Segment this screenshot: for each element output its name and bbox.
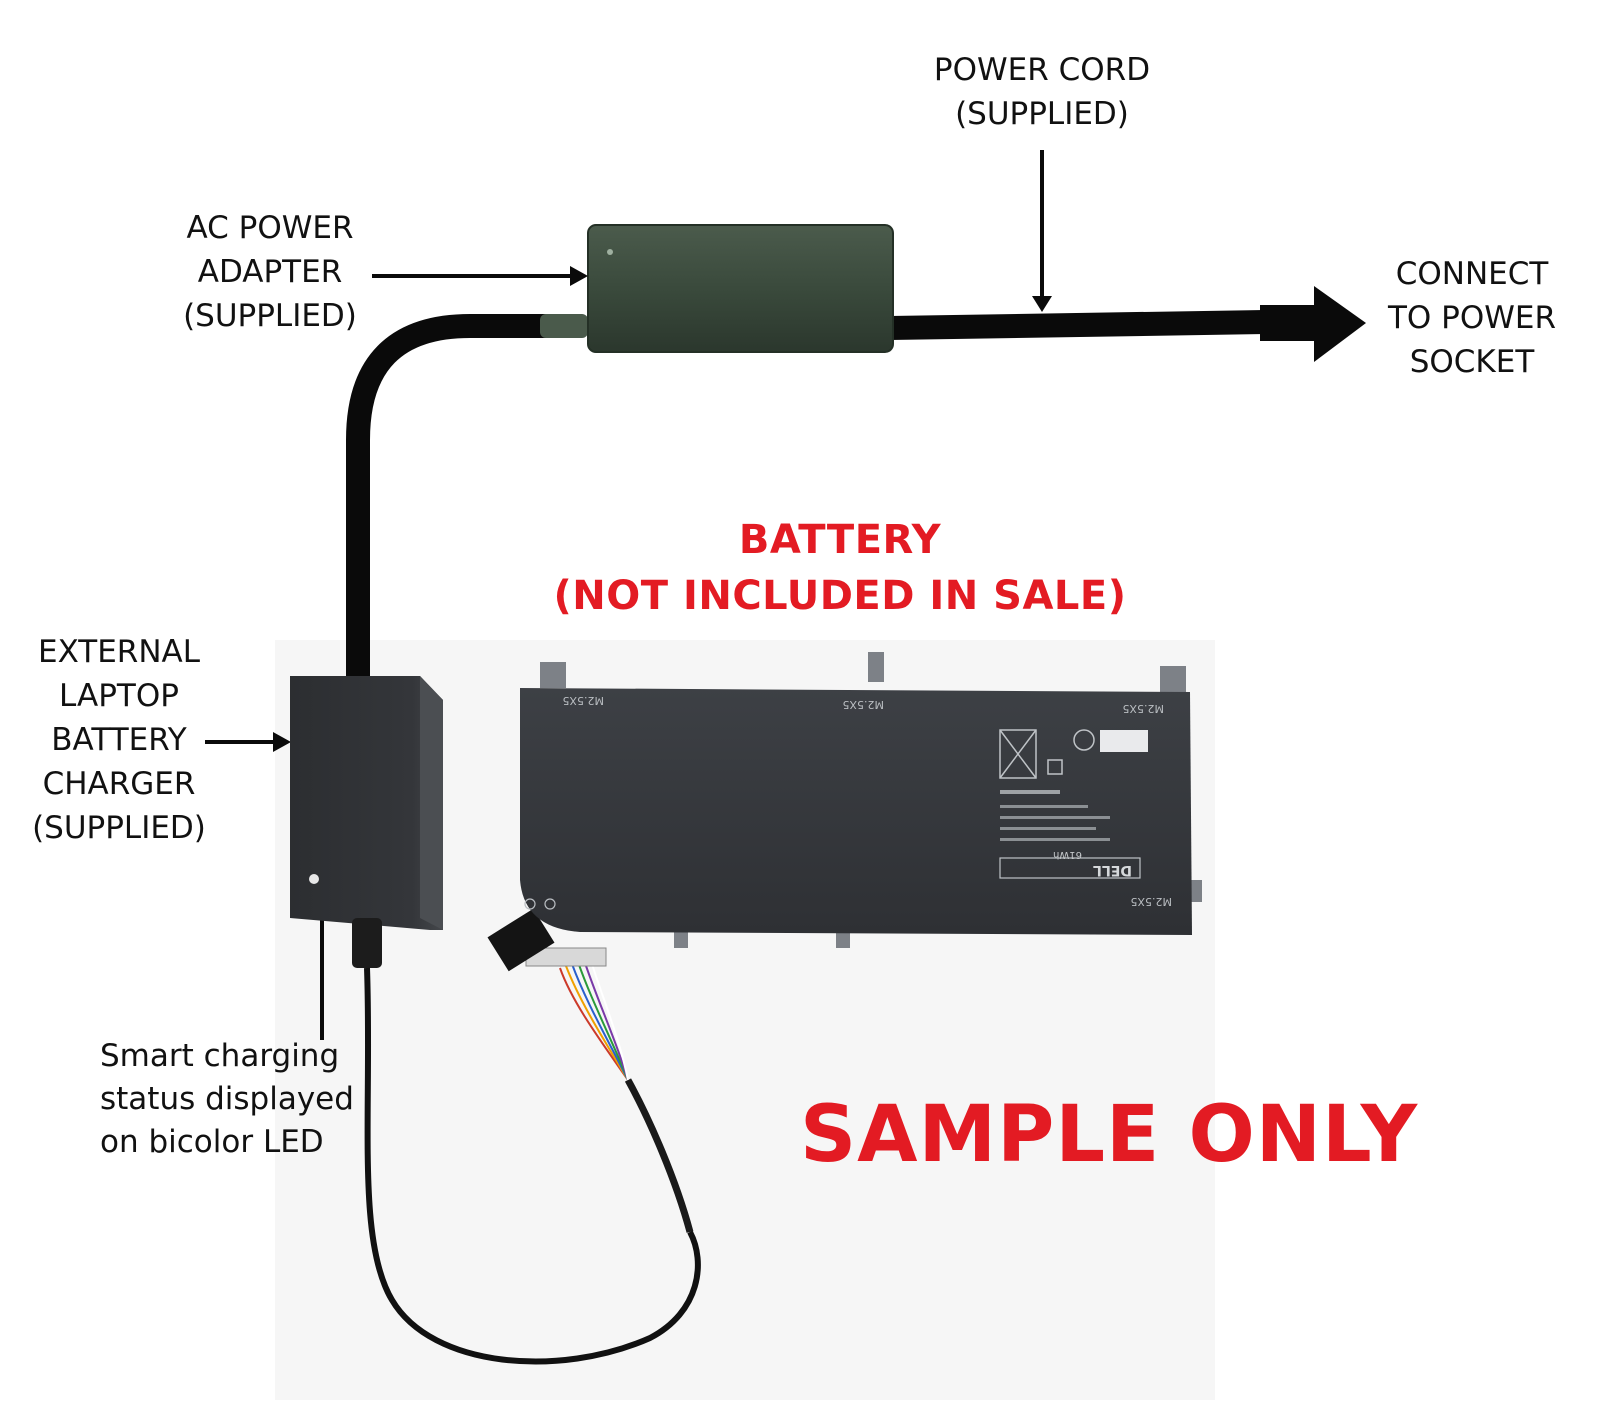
battery-heading: BATTERY (NOT INCLUDED IN SALE) — [500, 512, 1180, 624]
ac-adapter-label: AC POWER ADAPTER (SUPPLIED) — [170, 206, 370, 338]
ac-adapter-arrowhead — [570, 266, 588, 286]
cert-mark-icon — [1047, 759, 1063, 775]
rating-box — [999, 857, 1141, 879]
battery-connector — [487, 908, 555, 972]
power-cord-label-line: POWER CORD — [933, 52, 1151, 88]
connect-socket-label: CONNECT TO POWER SOCKET — [1372, 252, 1572, 384]
external-charger-label-line: LAPTOP — [59, 678, 179, 714]
wire-yellow — [565, 965, 629, 1081]
external-charger — [290, 676, 443, 930]
smart-charging-label-line: status displayed — [100, 1081, 354, 1117]
recycle-bin-cross — [999, 729, 1037, 779]
wire-green — [577, 961, 629, 1081]
battery-tab — [674, 928, 688, 948]
charger-arrowhead — [273, 732, 291, 752]
minus-terminal-icon — [524, 898, 536, 910]
charger-side — [420, 676, 443, 930]
external-charger-label-line: BATTERY — [51, 722, 187, 758]
battery-tab — [1160, 666, 1186, 692]
battery-label — [999, 729, 1148, 879]
bicolor-led — [309, 874, 319, 884]
battery-heading-line: (NOT INCLUDED IN SALE) — [553, 573, 1127, 619]
screw-label: M2.5X5 — [842, 698, 884, 711]
recycle-bin-icon — [999, 729, 1037, 779]
connect-socket-label-line: TO POWER — [1387, 300, 1557, 336]
external-charger-label-line: EXTERNAL — [37, 634, 200, 670]
power-cord-arrowhead — [1032, 296, 1052, 312]
screw-label: M2.5X5 — [562, 694, 604, 707]
screw-label: M2.5X5 — [1130, 895, 1172, 908]
ac-adapter-label-line: ADAPTER — [197, 254, 343, 290]
power-cord — [889, 310, 1266, 340]
power-cord-label: POWER CORD (SUPPLIED) — [922, 48, 1162, 136]
label-text-line — [1000, 816, 1110, 819]
label-text-line — [1000, 827, 1096, 830]
smart-charging-label-line: on bicolor LED — [100, 1124, 324, 1160]
plus-terminal-icon — [544, 898, 556, 910]
socket-arrow — [1314, 286, 1366, 362]
charger-output-boot — [352, 918, 382, 968]
connect-socket-label-line: SOCKET — [1409, 344, 1535, 380]
ac-adapter-label-line: AC POWER — [186, 210, 354, 246]
battery-capacity: 61Wh — [1053, 849, 1082, 860]
external-charger-label: EXTERNAL LAPTOP BATTERY CHARGER (SUPPLIE… — [14, 630, 224, 850]
connect-socket-label-line: CONNECT — [1395, 256, 1549, 292]
label-text-line — [1000, 838, 1110, 841]
external-charger-label-line: CHARGER — [42, 766, 196, 802]
label-text-line — [1000, 805, 1088, 808]
smart-charging-label: Smart charging status displayed on bicol… — [100, 1035, 360, 1164]
ac-adapter-label-line: (SUPPLIED) — [183, 298, 357, 334]
battery-heading-line: BATTERY — [738, 517, 942, 563]
plug-body — [1260, 305, 1322, 341]
adapter-indicator — [607, 249, 613, 255]
battery-tab — [868, 652, 884, 682]
power-cord-label-line: (SUPPLIED) — [955, 96, 1129, 132]
battery-tab — [540, 662, 566, 688]
ac-adapter — [587, 224, 894, 353]
charger-output-cable — [364, 967, 701, 1365]
label-text-line — [1000, 790, 1060, 794]
adapter-strain-relief — [540, 314, 588, 338]
wire-sleeve — [624, 1078, 694, 1233]
battery-brand: DELL — [1093, 862, 1132, 878]
wire-red — [559, 967, 629, 1081]
sample-only-label: SAMPLE ONLY — [800, 1090, 1419, 1180]
wire-white — [589, 957, 629, 1081]
smart-charging-label-line: Smart charging — [100, 1038, 340, 1074]
dc-cable — [346, 314, 548, 690]
wire-blue — [571, 963, 629, 1081]
barcode-sticker — [1100, 730, 1148, 752]
external-charger-label-line: (SUPPLIED) — [32, 810, 206, 846]
cert-mark-icon — [1073, 729, 1095, 751]
laptop-battery — [520, 688, 1192, 935]
screw-label: M2.5X5 — [1122, 702, 1164, 715]
wire-purple — [583, 959, 629, 1081]
